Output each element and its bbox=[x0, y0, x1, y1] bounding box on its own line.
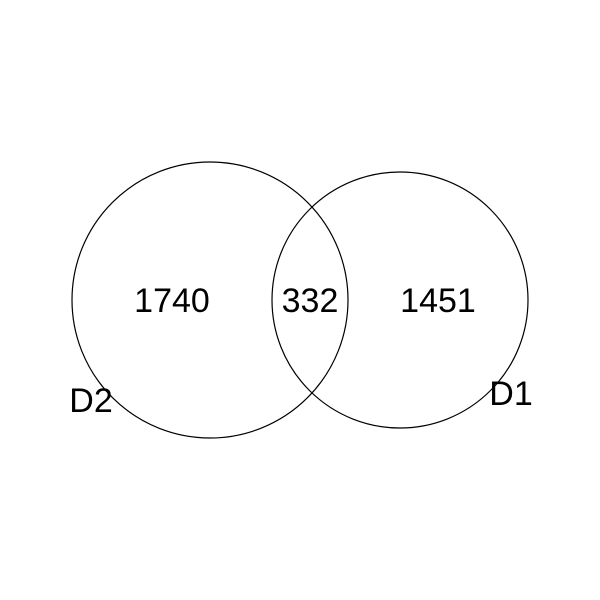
set-d1-circle bbox=[271, 171, 529, 429]
set-d1-label: D1 bbox=[489, 375, 532, 413]
set-d2-only-count: 1740 bbox=[134, 282, 210, 320]
set-d2-circle bbox=[71, 161, 349, 439]
set-d1-only-count: 1451 bbox=[400, 282, 476, 320]
set-d2-label: D2 bbox=[69, 382, 112, 420]
intersection-count: 332 bbox=[282, 282, 339, 320]
